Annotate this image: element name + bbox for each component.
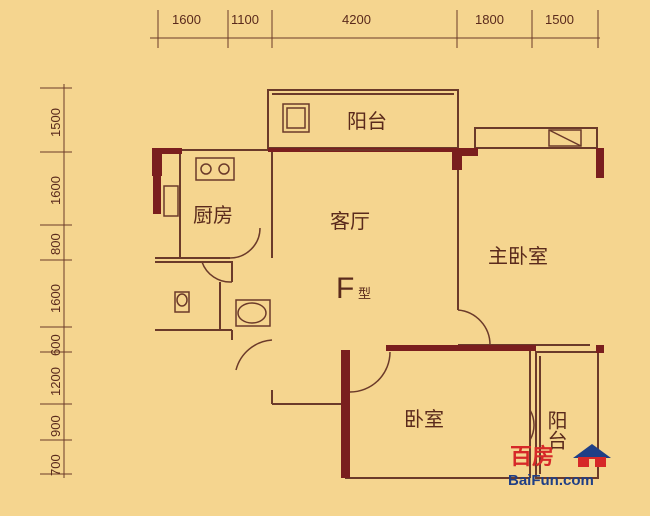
- room-label-bedroom: 卧室: [404, 407, 444, 431]
- unit-type-suffix: 型: [358, 287, 371, 302]
- watermark-cn: 百房: [510, 444, 554, 470]
- room-label-master-bedroom: 主卧室: [488, 244, 548, 268]
- left-dim-8: 700: [48, 454, 63, 476]
- top-dimension-line: [150, 10, 600, 48]
- room-label-balcony-right: 阳台: [544, 410, 568, 450]
- door-swings: [201, 227, 535, 441]
- left-dim-3: 800: [48, 233, 63, 255]
- left-dim-5: 600: [48, 334, 63, 356]
- room-label-kitchen: 厨房: [193, 203, 233, 227]
- kitchen-wall-segment: [153, 168, 161, 214]
- watermark-logo: 百房 BaiFun.com: [508, 444, 611, 489]
- top-dim-4: 1800: [475, 12, 504, 27]
- room-label-living: 客厅: [330, 209, 370, 233]
- left-dim-6: 1200: [48, 367, 63, 396]
- house-icon: [573, 444, 611, 467]
- left-dim-1: 1500: [48, 108, 63, 137]
- top-dim-1: 1600: [172, 12, 201, 27]
- left-dim-4: 1600: [48, 284, 63, 313]
- left-dim-2: 1600: [48, 176, 63, 205]
- watermark-en: BaiFun.com: [508, 472, 594, 489]
- unit-type-letter: F: [336, 272, 354, 305]
- top-dim-3: 4200: [342, 12, 371, 27]
- left-dimension-line: [40, 84, 72, 478]
- top-dim-2: 1100: [231, 12, 259, 27]
- fixtures: [163, 103, 582, 327]
- room-label-balcony-top: 阳台: [347, 109, 387, 133]
- top-dim-5: 1500: [545, 12, 574, 27]
- left-dim-7: 900: [48, 415, 63, 437]
